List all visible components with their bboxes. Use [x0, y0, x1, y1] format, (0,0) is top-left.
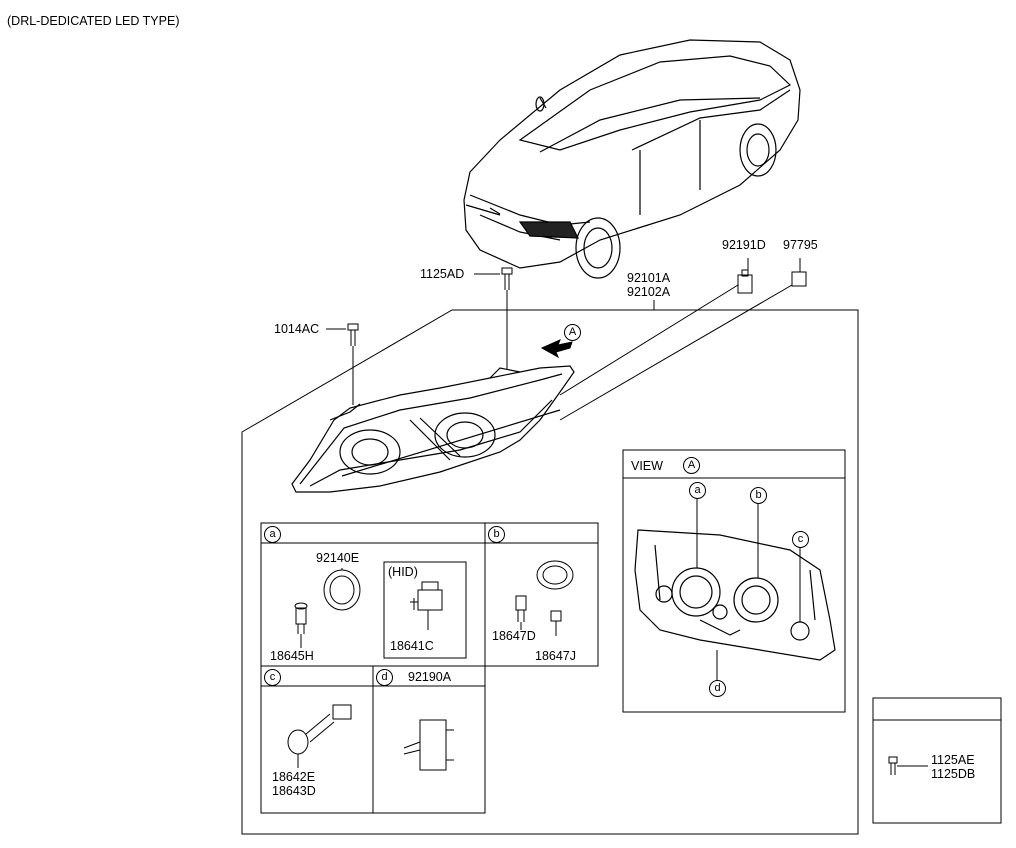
page-title: (DRL-DEDICATED LED TYPE)	[7, 14, 180, 28]
part-92191d-icon	[559, 258, 753, 396]
screw-1125ad-icon	[474, 267, 513, 370]
callout-d-box: d	[376, 669, 393, 686]
view-a-box	[622, 449, 846, 713]
label-18642e: 18642E	[272, 770, 316, 784]
label-1125ae: 1125AE	[931, 753, 975, 767]
label-18645h: 18645H	[270, 649, 314, 663]
label-18643d: 18643D	[272, 784, 316, 798]
callout-b-view: b	[750, 487, 767, 504]
label-view: VIEW	[631, 459, 663, 473]
cap-92140e-icon	[323, 568, 361, 611]
view-arrow-icon	[540, 339, 573, 359]
label-18641c: 18641C	[390, 639, 434, 653]
bulb-18642e-icon	[287, 704, 352, 768]
bulb-18645h-icon	[294, 602, 308, 648]
label-92101a: 92101A	[627, 271, 671, 285]
hid-box	[383, 561, 467, 659]
label-92190a: 92190A	[408, 670, 452, 684]
callout-c-view: c	[792, 531, 809, 548]
car-illustration	[463, 39, 801, 279]
label-92102a: 92102A	[627, 285, 671, 299]
callout-A-view: A	[683, 457, 700, 474]
hid-bulb-18641c-icon	[410, 581, 443, 630]
label-92191d: 92191D	[722, 238, 766, 252]
label-18647d: 18647D	[492, 629, 536, 643]
label-97795: 97795	[783, 238, 818, 252]
bulb-18647j-icon	[550, 610, 562, 636]
callout-b-box: b	[488, 526, 505, 543]
assembly-outline	[241, 309, 859, 835]
callout-a-box: a	[264, 526, 281, 543]
headlamp-assembly	[291, 365, 575, 493]
socket-92190a-icon	[403, 719, 454, 771]
label-92140e: 92140E	[316, 551, 360, 565]
headlamp-rear-view	[634, 529, 836, 661]
callout-c-box: c	[264, 669, 281, 686]
box-d	[372, 665, 486, 814]
label-18647j: 18647J	[535, 649, 577, 663]
label-1125ad: 1125AD	[420, 267, 465, 281]
screw-1014ac-icon	[326, 323, 359, 405]
callout-a-view: a	[689, 482, 706, 499]
bulb-18647d-icon	[515, 595, 527, 630]
fastener-box	[872, 697, 1002, 824]
screw-1125ae-icon	[888, 756, 928, 775]
callout-d-view: d	[709, 680, 726, 697]
box-a	[260, 522, 486, 667]
box-b	[484, 522, 599, 667]
part-97795-icon	[559, 258, 807, 421]
label-1125db: 1125DB	[931, 767, 976, 781]
callout-A: A	[564, 324, 581, 341]
cap-b-icon	[536, 560, 574, 590]
label-hid: (HID)	[388, 565, 418, 579]
label-1014ac: 1014AC	[274, 322, 320, 336]
